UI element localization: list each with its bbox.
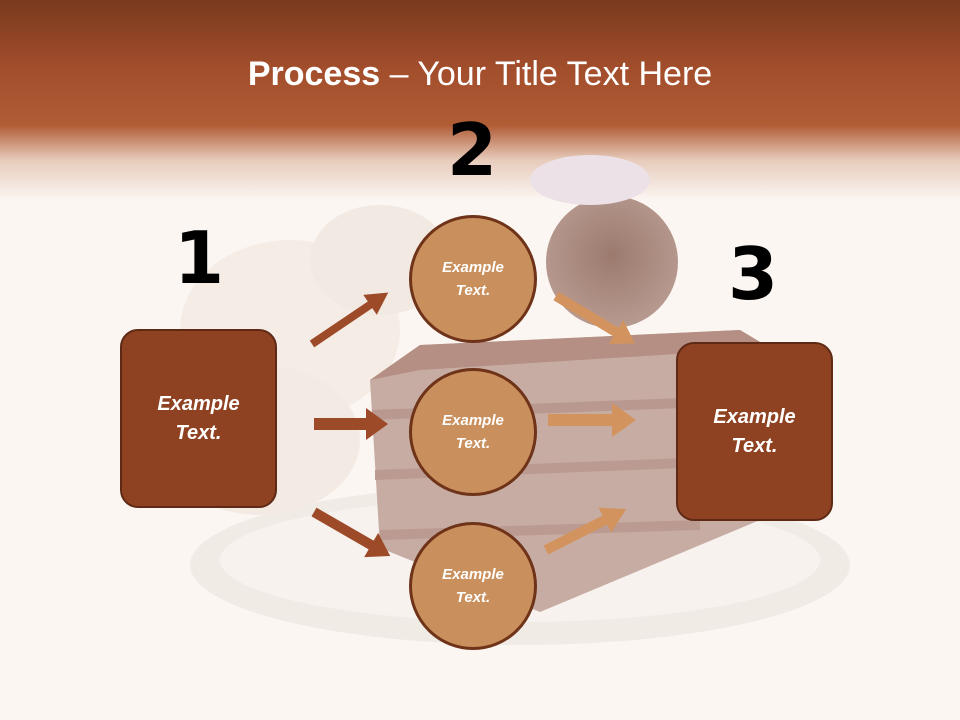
step-circle-bottom-text: Example Text. bbox=[442, 566, 504, 606]
right-step-box: Example Text. bbox=[676, 342, 833, 521]
step-circle-middle: Example Text. bbox=[409, 368, 537, 496]
step-circle-middle-text: Example Text. bbox=[442, 412, 504, 452]
header-band bbox=[0, 0, 960, 200]
arrow-left-up bbox=[309, 292, 389, 348]
title-bold: Process bbox=[247, 55, 381, 93]
left-step-box: Example Text. bbox=[120, 329, 277, 508]
step-number-2: 2 bbox=[446, 108, 498, 192]
slide-title: Process – Your Title Text Here bbox=[0, 52, 960, 96]
arrow-right-up bbox=[553, 291, 635, 345]
arrow-left-middle bbox=[314, 408, 388, 440]
arrow-left-down bbox=[311, 507, 391, 558]
step-circle-top-text: Example Text. bbox=[442, 259, 504, 299]
arrow-right-down bbox=[543, 507, 627, 555]
step-circle-top: Example Text. bbox=[409, 215, 537, 343]
step-circle-bottom: Example Text. bbox=[409, 522, 537, 650]
right-step-box-text: Example Text. bbox=[713, 405, 796, 457]
title-rest: – Your Title Text Here bbox=[380, 55, 713, 93]
left-step-box-text: Example Text. bbox=[157, 392, 240, 444]
step-number-1: 1 bbox=[173, 216, 225, 300]
arrow-right-middle bbox=[548, 403, 636, 437]
step-number-3: 3 bbox=[727, 232, 779, 316]
